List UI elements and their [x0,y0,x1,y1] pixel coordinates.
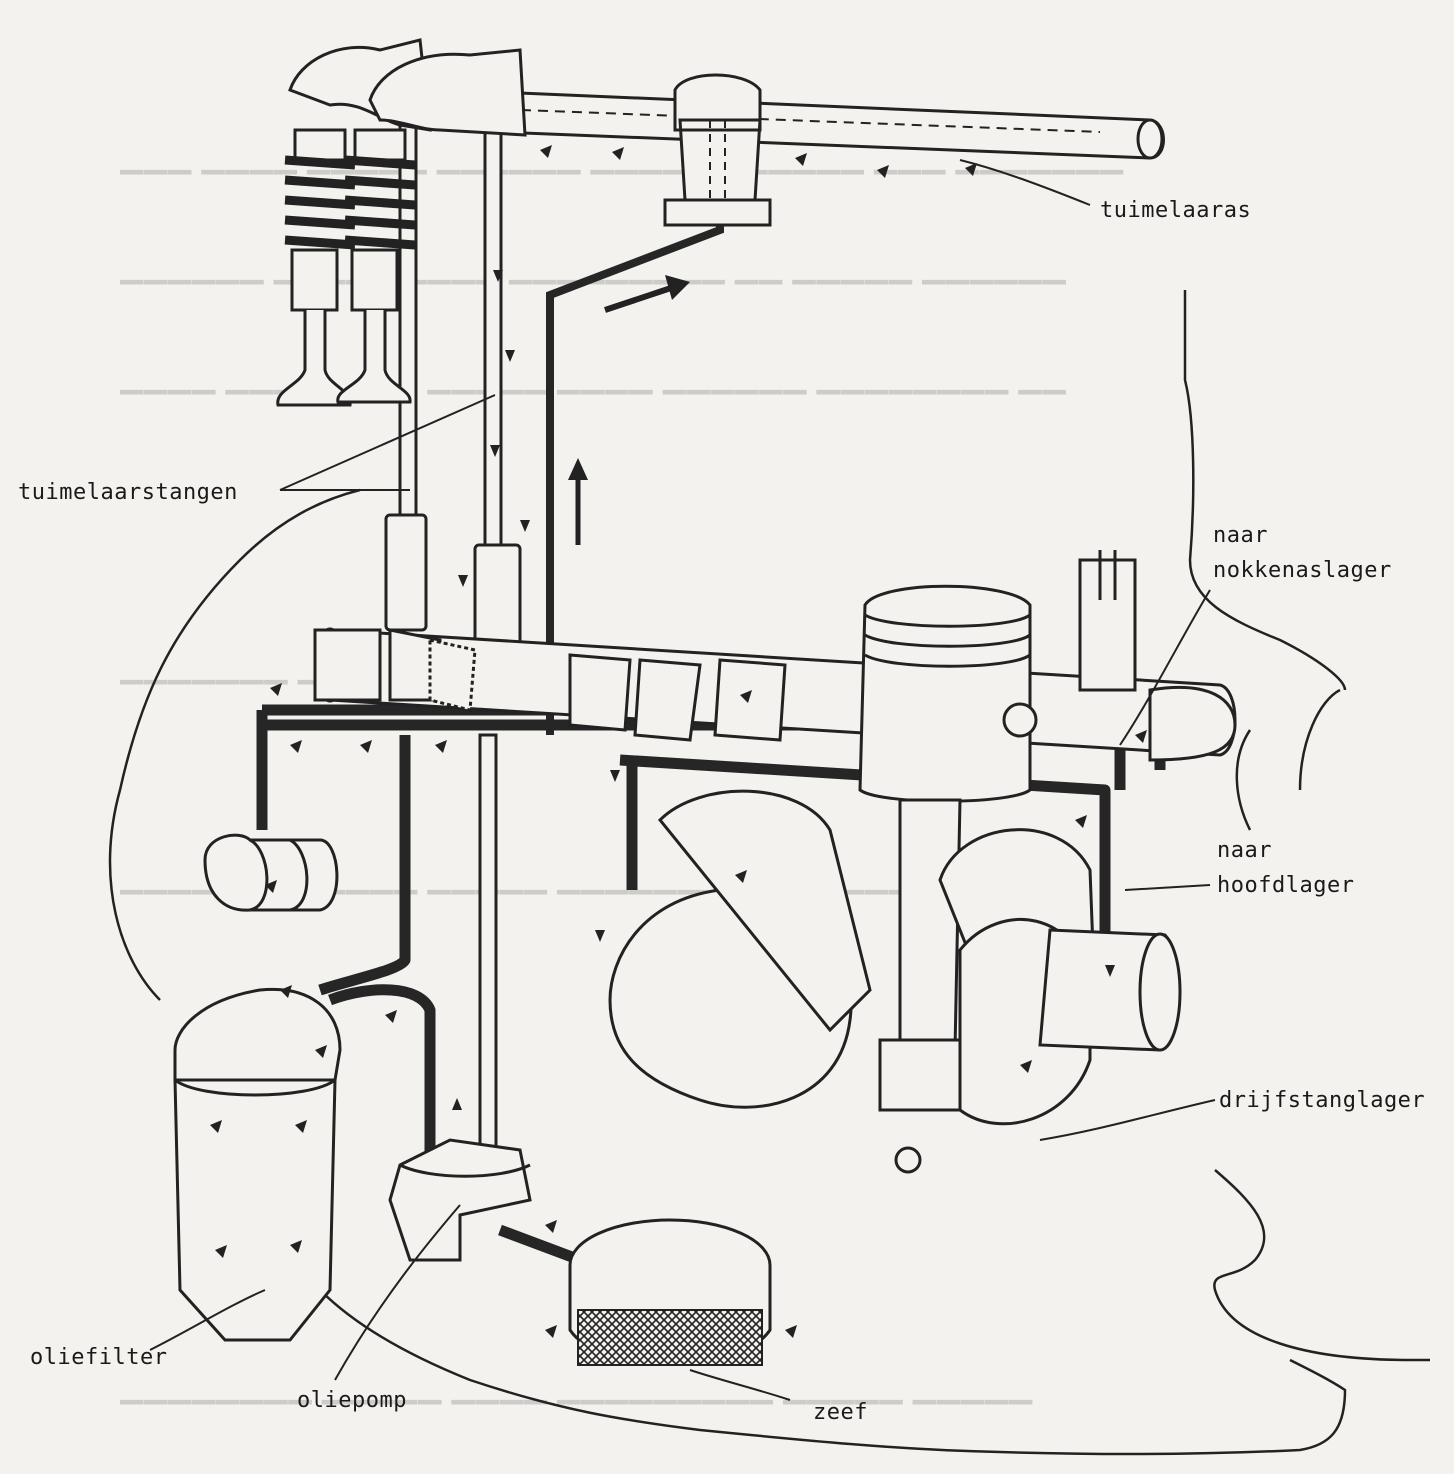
connecting-rod [898,798,962,1052]
riser-up-arrow-head [568,458,588,480]
distributor [203,833,339,912]
oil-filter-body [173,987,342,1342]
pump-to-filter-line [328,984,436,1160]
oil-pump-label: oliepomp [297,1388,407,1413]
rocker-shaft-group [288,38,1165,227]
bleed-through-text-6: ▁▁▁▁▁▁▁▁ ▁▁▁▁▁ ▁▁▁▁ ▁▁▁▁▁▁▁▁▁ ▁▁▁▁▁ ▁▁▁▁… [120,1371,1034,1404]
gallery-to-crank [619,754,1111,990]
piston [858,584,1032,803]
rocker-pedestal [663,73,772,227]
engine-block-outline [108,290,1430,1456]
leader-lines [149,159,1216,1401]
strainer-label: zeef [813,1400,868,1425]
gallery-to-filter [318,735,411,996]
oil-filter-label: oliefilter [30,1345,168,1370]
piston-assembly [858,550,1137,1174]
to-main-bearing-label-line1: naar [1217,838,1272,863]
push-rods-label: tuimelaarstangen [18,480,238,505]
to-main-bearing-label-line2: hoofdlager [1217,873,1355,898]
to-camshaft-bearing-label-line1: naar [1213,523,1268,548]
valves [276,128,416,407]
to-camshaft-bearing-label-line2: nokkenaslager [1213,558,1392,583]
rocker-arm-right [368,48,527,137]
crankshaft [608,789,1182,1126]
flow-arrows [210,145,1147,1338]
rocker-shaft [448,88,1165,160]
rocker-supply-arrow [604,282,681,313]
oil-pump-body [388,1138,532,1262]
rocker-shaft-label: tuimelaaras [1100,198,1252,223]
strainer-body [568,1218,772,1366]
pump-to-strainer-line [498,1224,582,1266]
rocker-supply-arrow-head [665,275,690,300]
bleed-through-text-3: ▁▁▁▁ ▁▁▁▁▁▁▁▁ ▁▁▁▁▁ ▁▁▁▁ ▁▁▁▁▁▁ ▁▁▁▁▁▁▁▁… [120,361,1067,394]
conrod-bearing-label: drijfstanglager [1219,1088,1426,1113]
